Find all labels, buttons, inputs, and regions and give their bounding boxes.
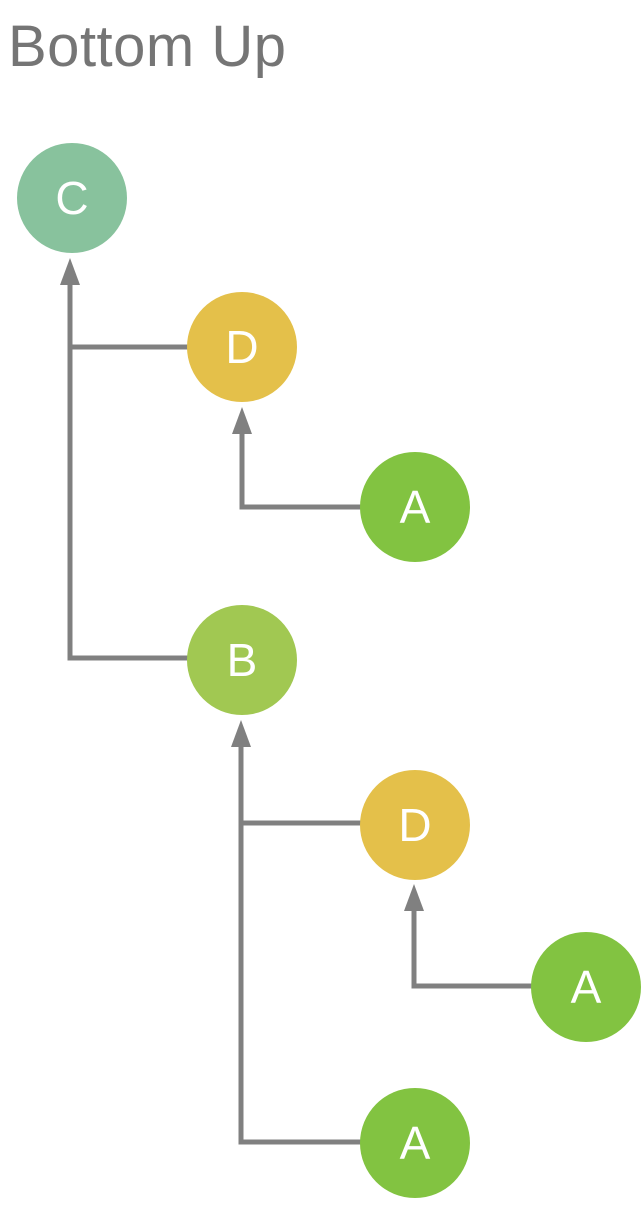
node-a2: A — [531, 932, 641, 1042]
node-a3: A — [360, 1088, 470, 1198]
node-b-circle — [187, 605, 297, 715]
node-c-label: C — [55, 172, 88, 224]
node-d2: D — [360, 770, 470, 880]
node-d2-label: D — [398, 799, 431, 851]
arrowhead-into-d1-icon — [232, 407, 252, 434]
arrowhead-into-b-icon — [231, 720, 251, 747]
diagram-title: Bottom Up — [8, 14, 287, 79]
edge-a3-to-b-line — [238, 745, 372, 1145]
node-a3-circle — [360, 1088, 470, 1198]
node-a1-circle — [360, 452, 470, 562]
node-b: B — [187, 605, 297, 715]
node-d1: D — [187, 292, 297, 402]
edge-a1-to-d1-line — [239, 432, 372, 510]
node-a1: A — [360, 452, 470, 562]
node-a1-label: A — [400, 481, 431, 533]
edge-a2-to-d2-line — [411, 909, 543, 989]
node-a2-label: A — [571, 961, 602, 1013]
node-c-circle — [17, 143, 127, 253]
node-a2-circle — [531, 932, 641, 1042]
node-c: C — [17, 143, 127, 253]
node-d1-circle — [187, 292, 297, 402]
node-d2-circle — [360, 770, 470, 880]
edge-group — [60, 258, 543, 1145]
edge-b-to-c-line — [67, 283, 200, 661]
node-b-label: B — [227, 634, 258, 686]
node-d1-label: D — [225, 321, 258, 373]
arrowhead-into-d2-icon — [404, 884, 424, 911]
node-a3-label: A — [400, 1117, 431, 1169]
arrowhead-into-c-icon — [60, 258, 80, 285]
